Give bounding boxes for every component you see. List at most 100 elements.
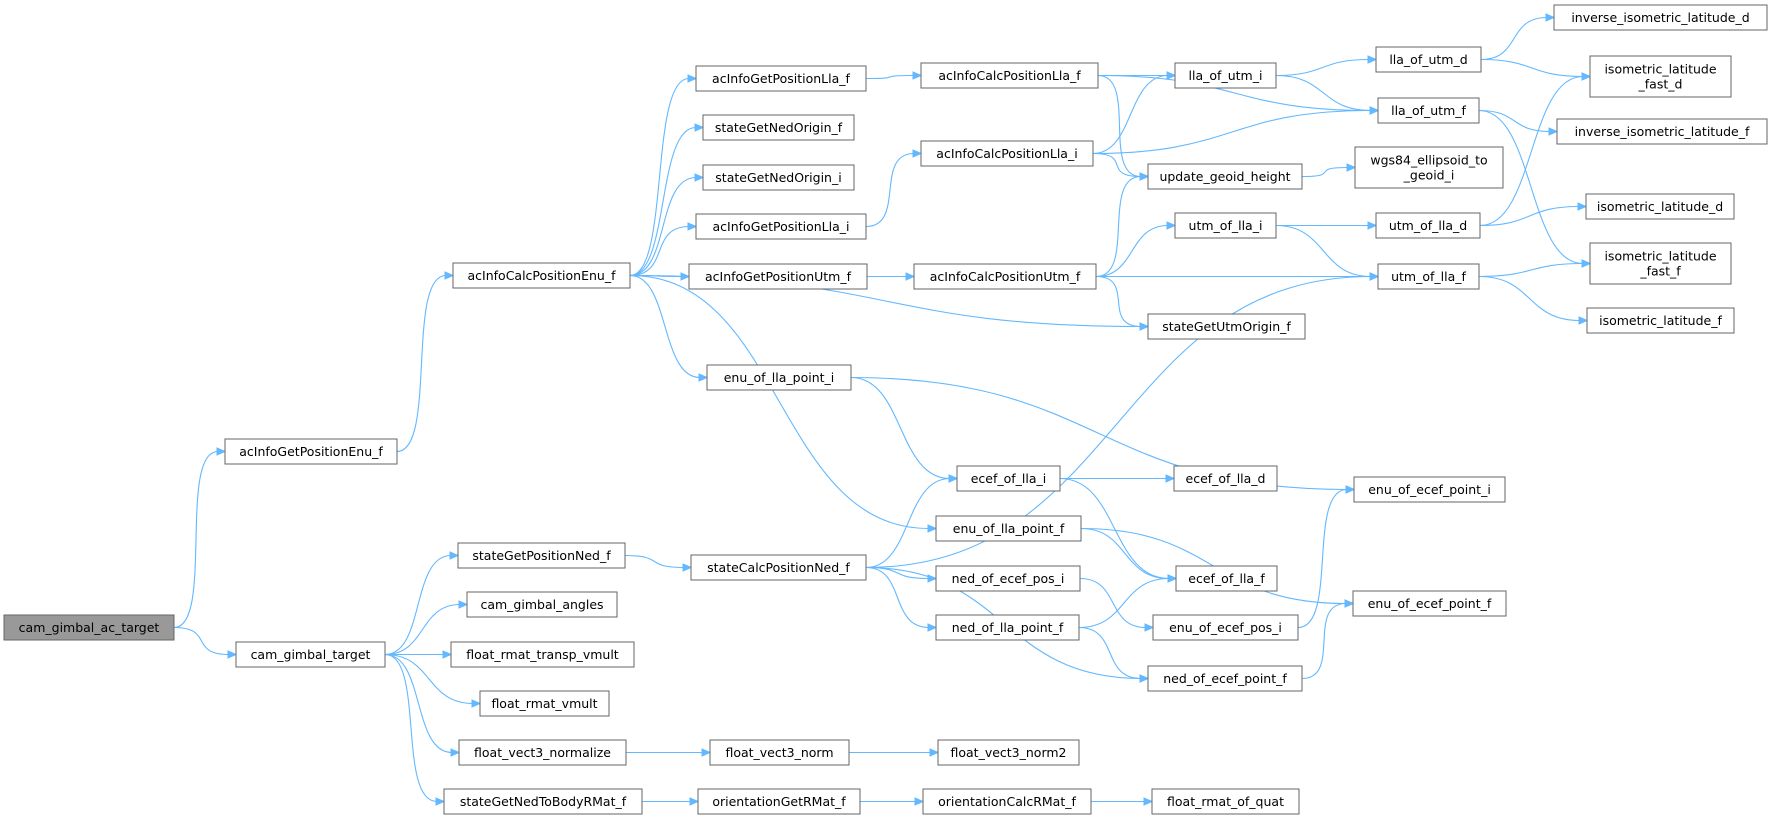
node-ac-info-calc-position-lla-i[interactable]: acInfoCalcPositionLla_i <box>920 140 1094 167</box>
edge-line <box>1079 577 1147 629</box>
node-label: _fast_d <box>1638 77 1683 92</box>
node-box <box>695 213 867 240</box>
node-lla-of-utm-i[interactable]: lla_of_utm_i <box>1174 62 1277 89</box>
node-label: acInfoCalcPositionUtm_f <box>930 269 1081 284</box>
node-ecef-of-lla-d[interactable]: ecef_of_lla_d <box>1173 465 1278 492</box>
node-float-vect3-normalize[interactable]: float_vect3_normalize <box>458 739 627 766</box>
edge-line <box>1297 488 1348 629</box>
node-inverse-isometric-latitude-d[interactable]: inverse_isometric_latitude_d <box>1553 4 1768 31</box>
node-box <box>697 788 861 815</box>
arrowhead-icon <box>450 748 461 757</box>
arrowhead-icon <box>1139 674 1150 683</box>
node-box <box>466 591 618 618</box>
node-enu-of-lla-point-i[interactable]: enu_of_lla_point_i <box>706 364 852 391</box>
edge-line <box>1301 602 1347 680</box>
edge-line <box>629 274 701 379</box>
node-isometric-latitude-fast-f[interactable]: isometric_latitude_fast_f <box>1589 242 1732 285</box>
node-isometric-latitude-f[interactable]: isometric_latitude_f <box>1586 307 1735 334</box>
edge-lla-of-utm-f-to-inverse-isometric-latitude-f <box>1478 109 1559 136</box>
node-cam-gimbal-target[interactable]: cam_gimbal_target <box>235 641 386 668</box>
edge-ac-info-calc-position-enu-f-to-enu-of-lla-point-f <box>629 274 938 533</box>
node-lla-of-utm-d[interactable]: lla_of_utm_d <box>1375 46 1482 73</box>
node-box <box>1354 146 1504 189</box>
node-update-geoid-height[interactable]: update_geoid_height <box>1147 163 1303 190</box>
node-cam-gimbal-angles[interactable]: cam_gimbal_angles <box>466 591 618 618</box>
node-box <box>1375 212 1481 239</box>
node-state-get-utm-origin-f[interactable]: stateGetUtmOrigin_f <box>1147 313 1306 340</box>
edge-line <box>1479 205 1580 227</box>
node-label: cam_gimbal_angles <box>480 597 603 612</box>
node-label: stateGetNedOrigin_f <box>715 120 843 135</box>
node-state-get-ned-origin-i[interactable]: stateGetNedOrigin_i <box>702 164 855 191</box>
edge-ned-of-ecef-pos-i-to-enu-of-ecef-pos-i <box>1079 577 1155 632</box>
node-utm-of-lla-f[interactable]: utm_of_lla_f <box>1377 263 1480 290</box>
node-enu-of-ecef-point-i[interactable]: enu_of_ecef_point_i <box>1353 476 1506 503</box>
edge-line <box>1097 74 1142 178</box>
node-ecef-of-lla-i[interactable]: ecef_of_lla_i <box>956 465 1061 492</box>
node-box <box>1352 590 1507 617</box>
edge-line <box>865 152 915 228</box>
edge-line <box>384 653 438 803</box>
node-enu-of-ecef-pos-i[interactable]: enu_of_ecef_pos_i <box>1152 614 1299 641</box>
node-label: lla_of_utm_d <box>1389 52 1467 67</box>
edge-line <box>629 176 697 277</box>
node-ac-info-get-position-lla-f[interactable]: acInfoGetPositionLla_f <box>695 65 867 92</box>
node-ned-of-lla-point-f[interactable]: ned_of_lla_point_f <box>935 614 1080 641</box>
node-ned-of-ecef-point-f[interactable]: ned_of_ecef_point_f <box>1147 665 1303 692</box>
node-orientation-get-rmat-f[interactable]: orientationGetRMat_f <box>697 788 861 815</box>
node-ac-info-get-position-lla-i[interactable]: acInfoGetPositionLla_i <box>695 213 867 240</box>
node-label: enu_of_ecef_point_i <box>1368 482 1491 497</box>
node-label: float_vect3_norm <box>725 745 833 760</box>
node-label: stateGetNedOrigin_i <box>715 170 841 185</box>
node-enu-of-lla-point-f[interactable]: enu_of_lla_point_f <box>935 515 1082 542</box>
node-float-vect3-norm2[interactable]: float_vect3_norm2 <box>937 739 1080 766</box>
node-label: acInfoCalcPositionEnu_f <box>468 268 617 283</box>
arrowhead-icon <box>701 748 712 757</box>
node-wgs84-ellipsoid-to-geoid-i[interactable]: wgs84_ellipsoid_to_geoid_i <box>1354 146 1504 189</box>
node-label: ecef_of_lla_f <box>1188 571 1265 586</box>
node-orientation-calc-rmat-f[interactable]: orientationCalcRMat_f <box>922 788 1092 815</box>
node-utm-of-lla-d[interactable]: utm_of_lla_d <box>1375 212 1481 239</box>
node-cam-gimbal-ac-target[interactable]: cam_gimbal_ac_target <box>3 614 175 641</box>
node-box <box>935 614 1080 641</box>
arrowhead-icon <box>698 373 709 382</box>
edge-line <box>629 225 690 277</box>
edge-line <box>629 77 690 277</box>
node-state-get-position-ned-f[interactable]: stateGetPositionNed_f <box>457 542 626 569</box>
node-float-rmat-transp-vmult[interactable]: float_rmat_transp_vmult <box>450 641 635 668</box>
node-float-vect3-norm[interactable]: float_vect3_norm <box>709 739 850 766</box>
node-label: cam_gimbal_target <box>251 647 371 662</box>
node-float-rmat-of-quat[interactable]: float_rmat_of_quat <box>1151 788 1300 815</box>
edge-cam-gimbal-ac-target-to-ac-info-get-position-enu-f <box>173 447 227 629</box>
node-isometric-latitude-d[interactable]: isometric_latitude_d <box>1585 193 1735 220</box>
node-ecef-of-lla-f[interactable]: ecef_of_lla_f <box>1175 565 1278 592</box>
node-label: enu_of_lla_point_i <box>724 370 835 385</box>
edge-state-calc-position-ned-f-to-ecef-of-lla-i <box>865 474 959 569</box>
node-state-get-ned-origin-f[interactable]: stateGetNedOrigin_f <box>702 114 855 141</box>
node-ned-of-ecef-pos-i[interactable]: ned_of_ecef_pos_i <box>935 565 1081 592</box>
node-float-rmat-vmult[interactable]: float_rmat_vmult <box>479 690 610 717</box>
node-inverse-isometric-latitude-f[interactable]: inverse_isometric_latitude_f <box>1556 118 1768 145</box>
edge-line <box>629 274 930 530</box>
node-state-calc-position-ned-f[interactable]: stateCalcPositionNed_f <box>690 554 867 581</box>
node-ac-info-calc-position-enu-f[interactable]: acInfoCalcPositionEnu_f <box>452 262 631 289</box>
node-label: isometric_latitude_d <box>1597 199 1723 214</box>
node-ac-info-get-position-utm-f[interactable]: acInfoGetPositionUtm_f <box>688 263 868 290</box>
node-utm-of-lla-i[interactable]: utm_of_lla_i <box>1174 212 1277 239</box>
node-ac-info-calc-position-lla-f[interactable]: acInfoCalcPositionLla_f <box>920 62 1099 89</box>
node-enu-of-ecef-point-f[interactable]: enu_of_ecef_point_f <box>1352 590 1507 617</box>
edge-line <box>1478 275 1581 322</box>
edge-cam-gimbal-target-to-state-get-ned-to-body-rmat-f <box>384 653 446 806</box>
arrowhead-icon <box>1166 221 1177 230</box>
node-box <box>1377 263 1480 290</box>
arrowhead-icon <box>1369 106 1380 115</box>
node-box <box>3 614 175 641</box>
node-state-get-ned-to-body-rmat-f[interactable]: stateGetNedToBodyRMat_f <box>443 788 643 815</box>
node-box <box>935 515 1082 542</box>
node-lla-of-utm-f[interactable]: lla_of_utm_f <box>1377 97 1480 124</box>
node-ac-info-get-position-enu-f[interactable]: acInfoGetPositionEnu_f <box>224 438 398 465</box>
node-ac-info-calc-position-utm-f[interactable]: acInfoCalcPositionUtm_f <box>913 263 1097 290</box>
edge-line <box>865 74 915 80</box>
node-isometric-latitude-fast-d[interactable]: isometric_latitude_fast_d <box>1589 55 1732 98</box>
